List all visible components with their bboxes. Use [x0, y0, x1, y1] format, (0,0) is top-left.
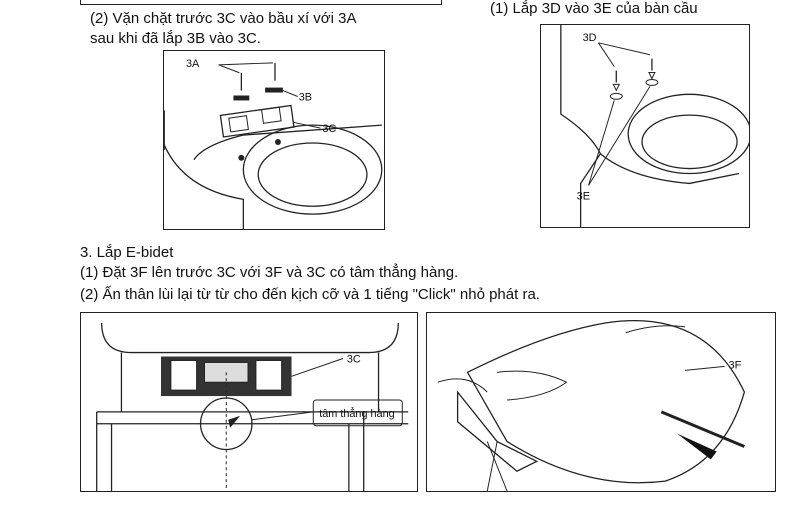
step2-line2: sau khi đã lắp 3B vào 3C.: [90, 30, 261, 47]
label-3b: 3B: [299, 91, 312, 103]
label-3f: 3F: [729, 359, 742, 371]
figure-push-seat-drawing: 3F: [437, 320, 746, 491]
label-3c-align: 3C: [347, 353, 361, 365]
step3-sub1: (1) Đặt 3F lên trước 3C với 3F và 3C có …: [80, 264, 459, 281]
figure-push-seat: 3F: [426, 312, 776, 492]
label-3e: 3E: [577, 190, 590, 202]
label-3a: 3A: [186, 58, 200, 70]
step3-heading: 3. Lắp E-bidet: [80, 244, 174, 261]
figure-3d-3e-drawing: 3D 3E: [560, 25, 749, 227]
figure-screw-3c-drawing: 3A 3B 3C: [164, 58, 383, 229]
label-3c-top: 3C: [322, 123, 336, 135]
step2-line1: (2) Vặn chặt trước 3C vào bầu xí với 3A: [90, 10, 357, 27]
figure-screw-3c: 3A 3B 3C: [163, 50, 385, 230]
top-divider: [80, 0, 442, 5]
callout-center-align: tâm thẳng hàng: [319, 407, 394, 420]
step3-sub2: (2) Ấn thân lùi lại từ từ cho đến kịch c…: [80, 286, 540, 303]
label-3d: 3D: [583, 32, 597, 44]
figure-3d-3e: 3D 3E: [540, 24, 750, 228]
figure-align-center: 3C tâm thẳng hàng: [80, 312, 418, 492]
step1-heading: (1) Lắp 3D vào 3E của bàn cầu: [490, 0, 698, 17]
figure-align-center-drawing: 3C tâm thẳng hàng: [96, 322, 409, 491]
